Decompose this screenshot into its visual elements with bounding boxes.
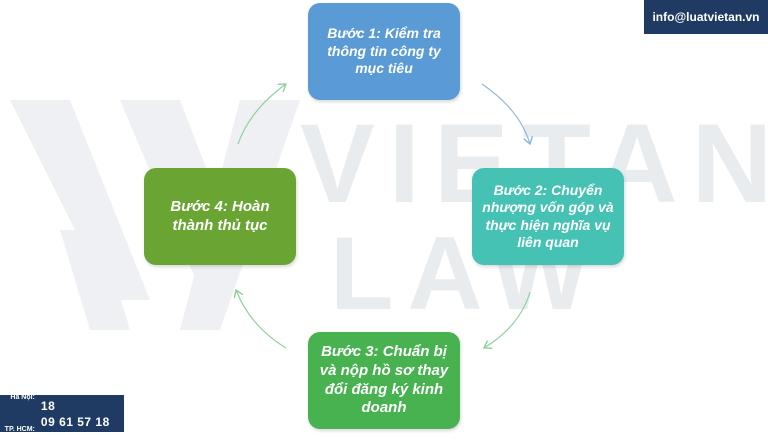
email-text: info@luatvietan.vn (652, 10, 760, 24)
step-1-text: Bước 1: Kiểm tra thông tin công ty mục t… (327, 25, 441, 77)
arrow-step3-to-step4 (236, 290, 287, 349)
hotline-hcm-label: TP. HCM: (4, 425, 35, 433)
hotline-hcm-number: 09 61 57 18 18 (40, 414, 110, 445)
hotline-hanoi-number: 09 61 37 18 18 (40, 382, 110, 413)
step-3-box: Bước 3: Chuẩn bị và nộp hồ sơ thay đổi đ… (308, 332, 460, 429)
hotline-hcm[interactable]: TP. HCM: 09 61 57 18 18 (4, 414, 120, 446)
hotline-box: Hà Nội: 09 61 37 18 18 TP. HCM: 09 61 57… (0, 383, 124, 445)
cycle-arrows (0, 0, 768, 432)
arrow-step1-to-step2 (481, 83, 530, 144)
step-2-box: Bước 2: Chuyển nhượng vốn góp và thực hi… (472, 168, 624, 265)
arrow-step2-to-step3 (484, 291, 531, 348)
step-4-box: Bước 4: Hoàn thành thủ tục (144, 168, 296, 265)
step-4-text: Bước 4: Hoàn thành thủ tục (170, 197, 270, 234)
step-3-text: Bước 3: Chuẩn bị và nộp hồ sơ thay đổi đ… (319, 343, 449, 417)
step-2-text: Bước 2: Chuyển nhượng vốn góp và thực hi… (482, 181, 614, 251)
hotline-hanoi[interactable]: Hà Nội: 09 61 37 18 18 (4, 382, 120, 414)
arrow-step4-to-step1 (237, 84, 286, 145)
step-1-box: Bước 1: Kiểm tra thông tin công ty mục t… (308, 3, 460, 100)
email-badge[interactable]: info@luatvietan.vn (644, 0, 768, 34)
hotline-hanoi-label: Hà Nội: (10, 393, 35, 401)
